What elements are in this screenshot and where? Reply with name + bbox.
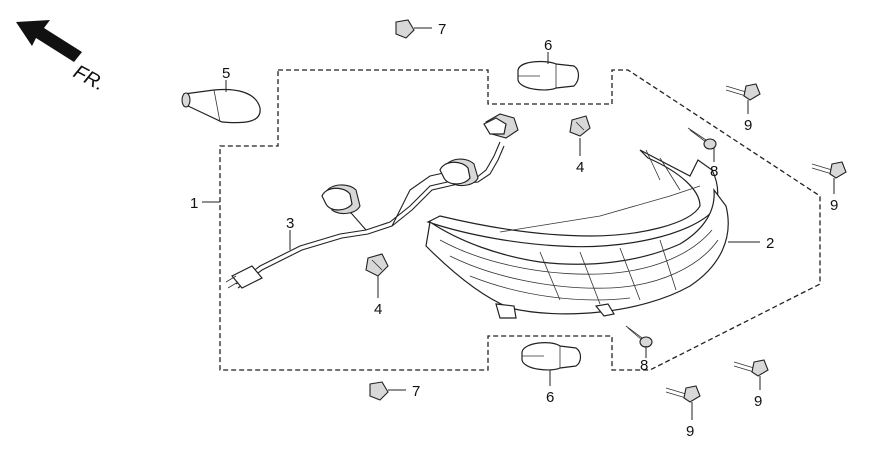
callout-6-bottom: 6: [546, 389, 554, 406]
callout-6-top: 6: [544, 37, 552, 54]
callout-9-d: 9: [686, 423, 694, 440]
assembly-outline: [219, 69, 821, 371]
callout-7-top: 7: [438, 21, 446, 38]
callout-5: 5: [222, 65, 230, 82]
bolt-part-9-d: [665, 385, 701, 403]
nut-part-7-bottom: [369, 381, 389, 401]
headlight-unit: [425, 149, 729, 319]
callout-8-top: 8: [710, 163, 718, 180]
bolt-part-9-b: [811, 161, 847, 179]
bulb-part-5: [181, 88, 261, 124]
clip-part-4-top: [569, 115, 591, 137]
callout-1: 1: [190, 195, 198, 212]
front-direction-label: FR.: [70, 61, 109, 96]
screw-part-8-top: [687, 127, 717, 150]
callout-8-bottom: 8: [640, 357, 648, 374]
clip-part-4-bottom: [365, 253, 389, 277]
callout-9-b: 9: [830, 197, 838, 214]
front-direction-arrow-icon: [16, 20, 82, 62]
screw-part-8-bottom: [625, 325, 653, 348]
nut-part-7-top: [395, 19, 415, 39]
leader-lines: [202, 27, 835, 420]
wire-harness: [225, 113, 519, 289]
callout-9-c: 9: [754, 393, 762, 410]
callout-3: 3: [286, 215, 294, 232]
bolt-part-9-c: [733, 359, 769, 377]
callout-4-top: 4: [576, 159, 584, 176]
callout-4-bottom: 4: [374, 301, 382, 318]
callout-2: 2: [766, 235, 774, 252]
bulb-part-6-top: [517, 60, 580, 91]
callout-7-bottom: 7: [412, 383, 420, 400]
bulb-part-6-bottom: [521, 342, 582, 371]
bolt-part-9-a: [725, 83, 761, 101]
callout-9-a: 9: [744, 117, 752, 134]
